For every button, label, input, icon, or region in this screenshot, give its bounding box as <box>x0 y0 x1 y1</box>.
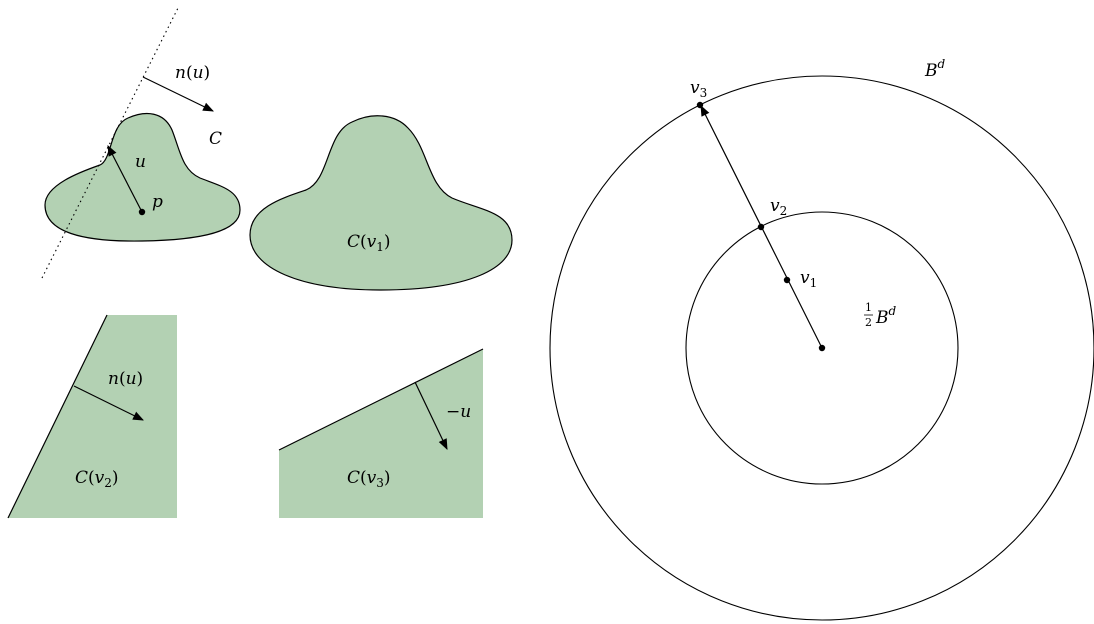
tangent-line <box>41 7 179 279</box>
label-n-u-bottom: n(u) <box>108 369 143 389</box>
normal-arrow-bottom <box>73 385 144 421</box>
svg-text:1: 1 <box>865 301 872 314</box>
label-C-v3: C(v3) <box>347 468 391 490</box>
label-v1: v1 <box>800 268 817 290</box>
outer-ball-Bd <box>549 75 1094 621</box>
svg-text:Bd: Bd <box>875 304 897 328</box>
label-Bd: Bd <box>924 57 946 81</box>
shape-C <box>44 112 241 242</box>
label-n-u-top: n(u) <box>175 63 210 83</box>
label-C-v1: C(v1) <box>347 232 391 254</box>
label-u: u <box>135 152 146 172</box>
svg-text:2: 2 <box>865 316 872 329</box>
point-center <box>818 344 826 352</box>
boundary-C-v2 <box>7 314 108 519</box>
point-v3 <box>696 101 704 109</box>
u-arrow <box>107 145 143 213</box>
label-minus-u: −u <box>446 402 471 422</box>
point-v2 <box>757 223 765 231</box>
region-C-v2 <box>8 315 177 518</box>
label-half-Bd: 1 2 Bd <box>864 301 897 329</box>
boundary-C-v3 <box>278 348 484 451</box>
label-p: p <box>152 192 163 212</box>
point-p <box>138 208 146 216</box>
label-v3: v3 <box>690 78 707 100</box>
shape-C-v1 <box>249 115 513 291</box>
point-v1 <box>783 276 791 284</box>
label-C: C <box>209 129 222 149</box>
minus-u-arrow <box>414 381 448 450</box>
label-v2: v2 <box>770 196 787 218</box>
label-C-v2: C(v2) <box>75 468 119 490</box>
normal-arrow-top <box>142 76 214 112</box>
region-C-v3 <box>279 349 483 518</box>
inner-ball-half-Bd <box>685 211 959 485</box>
